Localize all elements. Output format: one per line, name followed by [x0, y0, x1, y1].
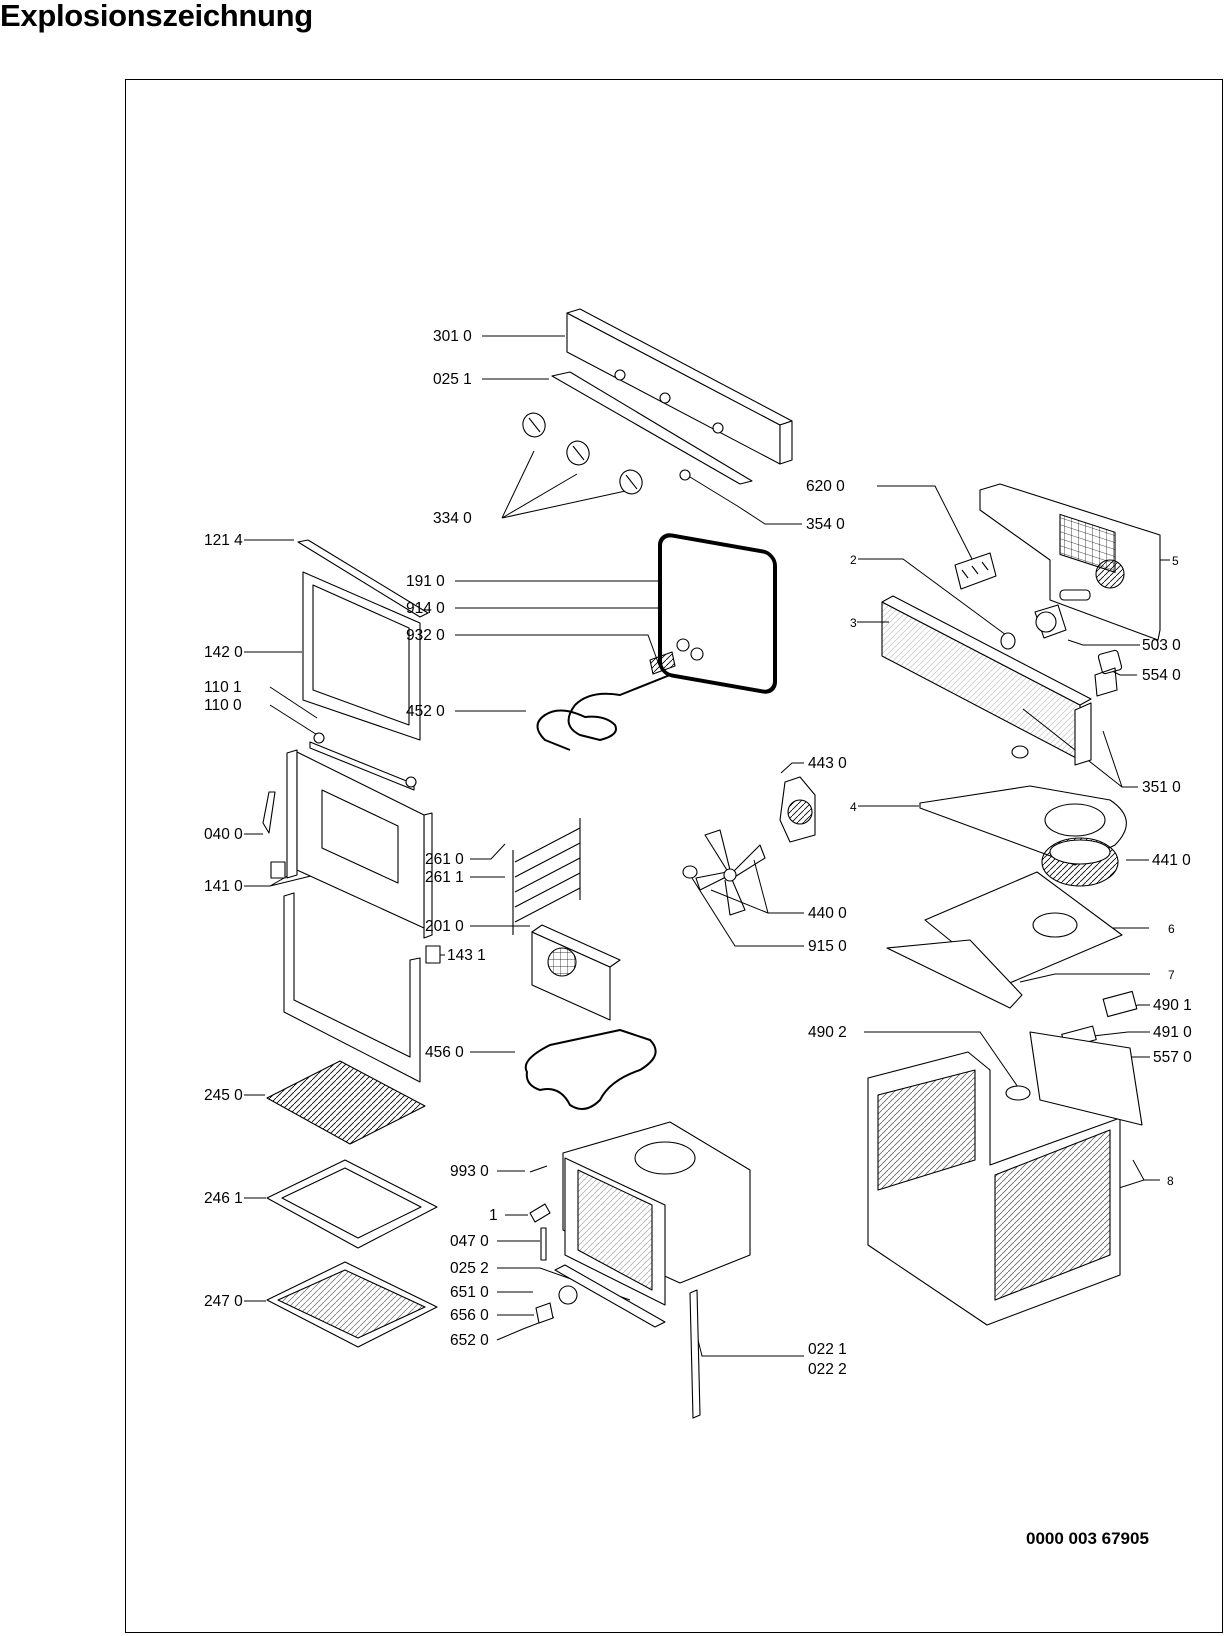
label-656-0: 656 0: [450, 1307, 489, 1324]
label-351-0: 351 0: [1142, 779, 1181, 796]
part-hinge: [262, 791, 276, 834]
label-440-0: 440 0: [808, 905, 847, 922]
part-lower-rail: [554, 1264, 666, 1328]
part-outer-casing: [867, 1031, 1143, 1326]
part-cylinder: [1000, 632, 1016, 650]
label-2: 2: [850, 553, 857, 567]
part-deep-tray: [266, 1261, 438, 1348]
part-hinge-block: [425, 945, 441, 964]
label-491-0: 491 0: [1153, 1024, 1192, 1041]
label-201-0: 201 0: [425, 918, 464, 935]
label-334-0: 334 0: [433, 510, 472, 527]
label-022-2: 022 2: [808, 1361, 847, 1378]
label-121-4: 121 4: [204, 532, 243, 549]
part-front-trim: [886, 939, 1023, 1009]
label-301-0: 301 0: [433, 328, 472, 345]
label-143-1: 143 1: [447, 947, 486, 964]
label-246-1: 246 1: [204, 1190, 243, 1207]
part-small-hardware: [529, 1165, 551, 1261]
label-452-0: 452 0: [406, 703, 445, 720]
label-354-0: 354 0: [806, 516, 845, 533]
part-side-racks: [512, 818, 581, 935]
label-040-0: 040 0: [204, 826, 243, 843]
label-490-1: 490 1: [1153, 997, 1192, 1014]
part-thermostat: [1097, 649, 1123, 675]
part-grid-shelf: [266, 1060, 426, 1145]
label-025-1: 025 1: [433, 371, 472, 388]
part-tray: [266, 1159, 438, 1249]
label-503-0: 503 0: [1142, 637, 1181, 654]
part-side-rail: [689, 1289, 701, 1419]
label-247-0: 247 0: [204, 1293, 243, 1310]
part-rear-plate: [979, 483, 1161, 641]
label-557-0: 557 0: [1153, 1049, 1192, 1066]
part-inner-frame: [283, 892, 421, 1083]
label-141-0: 141 0: [204, 878, 243, 895]
label-7: 7: [1168, 968, 1175, 982]
part-fan-housing: [1041, 837, 1119, 887]
leader-lines: [244, 335, 1170, 1357]
label-4: 4: [850, 800, 857, 814]
part-door-strip: [297, 539, 429, 618]
label-6: 6: [1168, 922, 1175, 936]
part-sketches: [262, 308, 1161, 1419]
part-lower-element: [524, 1029, 657, 1110]
part-motor: [1034, 604, 1067, 639]
label-1: 1: [489, 1207, 498, 1224]
label-932-0: 932 0: [406, 627, 445, 644]
part-knobs: [522, 412, 643, 495]
part-outer-glass: [302, 571, 421, 741]
part-panel-rail: [551, 371, 753, 485]
label-456-0: 456 0: [425, 1044, 464, 1061]
label-261-0: 261 0: [425, 851, 464, 868]
label-554-0: 554 0: [1142, 667, 1181, 684]
document-number: 0000 003 67905: [1026, 1529, 1149, 1548]
part-bushing: [682, 865, 698, 879]
part-nuts: [649, 638, 704, 675]
label-110-0: 110 0: [204, 697, 242, 714]
label-025-2: 025 2: [450, 1260, 489, 1277]
label-652-0: 652 0: [450, 1332, 489, 1349]
label-443-0: 443 0: [808, 755, 847, 772]
part-door-frame: [270, 749, 433, 939]
part-gasket: [658, 533, 777, 694]
label-8: 8: [1167, 1174, 1174, 1188]
label-022-1: 022 1: [808, 1341, 847, 1358]
label-993-0: 993 0: [450, 1163, 489, 1180]
label-5: 5: [1172, 554, 1179, 568]
part-clip: [1011, 667, 1118, 759]
part-fan-motor: [779, 776, 816, 843]
label-915-0: 915 0: [808, 938, 847, 955]
part-fan-cover: [531, 924, 621, 1021]
label-441-0: 441 0: [1152, 852, 1191, 869]
label-620-0: 620 0: [806, 478, 845, 495]
label-261-1: 261 1: [425, 869, 464, 886]
page-title: Explosionszeichnung: [0, 0, 313, 33]
part-oven-cavity: [562, 1121, 751, 1306]
label-191-0: 191 0: [406, 573, 445, 590]
part-heating-element: [536, 674, 671, 751]
label-914-0: 914 0: [406, 600, 445, 617]
part-small-knob: [679, 469, 691, 481]
drawing-frame: [125, 79, 1223, 1633]
label-245-0: 245 0: [204, 1087, 243, 1104]
label-490-2: 490 2: [808, 1024, 847, 1041]
part-control-panel: [566, 308, 793, 465]
part-switch: [954, 552, 997, 590]
part-lamp: [535, 1285, 578, 1324]
part-front-frame: [881, 595, 1092, 766]
label-651-0: 651 0: [450, 1284, 489, 1301]
part-handle: [309, 732, 417, 791]
part-fan-blade: [695, 829, 766, 916]
part-labels: 301 0 025 1 334 0 354 0 620 0 5 2 3 503 …: [204, 328, 1192, 1378]
label-3: 3: [850, 616, 857, 630]
label-142-0: 142 0: [204, 644, 243, 661]
label-047-0: 047 0: [450, 1233, 489, 1250]
label-110-1: 110 1: [204, 679, 242, 696]
